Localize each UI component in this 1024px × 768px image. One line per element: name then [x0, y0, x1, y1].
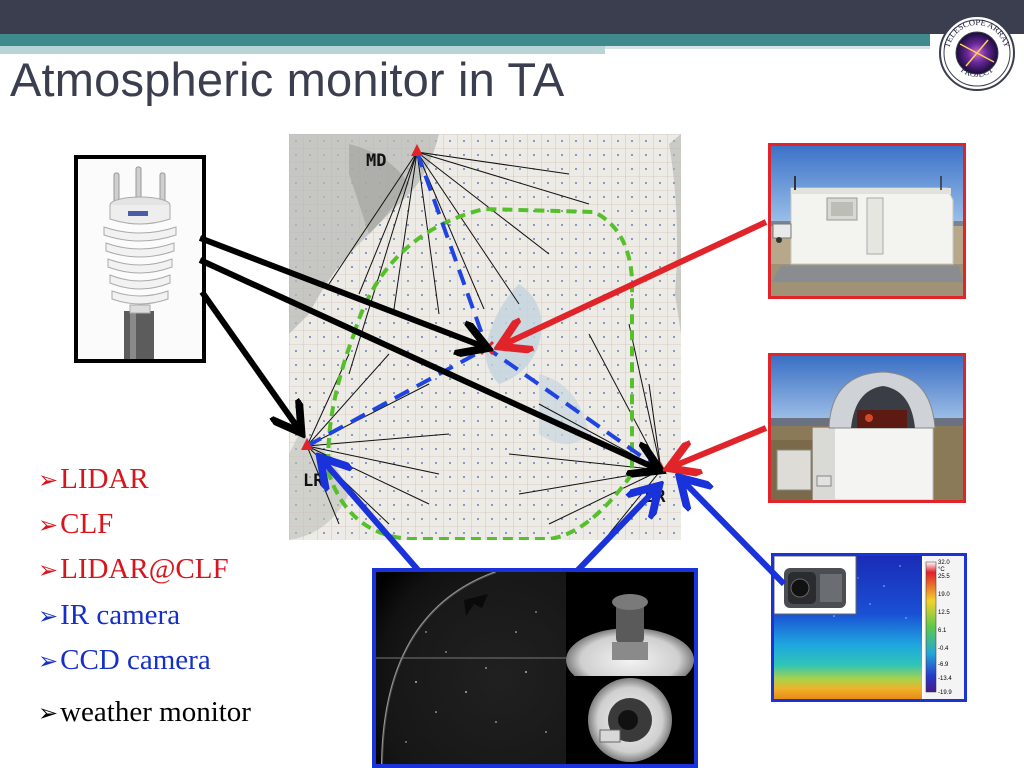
black-bullet-list: ➢weather monitor — [38, 691, 251, 736]
ccd-camera-image — [372, 568, 698, 768]
list-item: ➢LIDAR@CLF — [38, 553, 229, 585]
list-item: ➢CLF — [38, 508, 114, 540]
colorbar-tick: 19.0 — [938, 592, 950, 598]
blue-bullet-list: ➢IR camera ➢CCD camera — [38, 594, 211, 684]
arrow-bullet-icon: ➢ — [38, 468, 59, 494]
clf-container-photo — [768, 143, 966, 299]
list-item: ➢CCD camera — [38, 644, 211, 676]
colorbar-tick: -6.9 — [938, 662, 949, 668]
ir-camera-image: 32.0 °C 25.5 19.0 12.5 6.1 -0.4 -6.9 -13… — [771, 553, 967, 702]
site-label-md: MD — [366, 151, 386, 171]
colorbar-tick: -13.4 — [938, 676, 952, 682]
arrow-bullet-icon: ➢ — [38, 513, 59, 539]
md-site-marker — [411, 144, 423, 156]
weather-station-photo — [74, 155, 206, 363]
colorbar-tick: 32.0 — [938, 560, 950, 566]
logo-bottom-text: PROJECT — [959, 64, 995, 79]
svg-text:PROJECT: PROJECT — [959, 64, 995, 79]
header-light-band — [0, 46, 605, 54]
list-item: ➢weather monitor — [38, 696, 251, 728]
arrow-bullet-icon: ➢ — [38, 649, 59, 675]
colorbar-tick: 12.5 — [938, 610, 950, 616]
weather-to-lr-arrow — [199, 290, 298, 428]
slide-title: Atmospheric monitor in TA — [10, 53, 565, 106]
colorbar-tick: 6.1 — [938, 628, 947, 634]
list-item: ➢IR camera — [38, 599, 181, 631]
list-item: ➢LIDAR — [38, 463, 149, 495]
colorbar-tick: °C — [938, 567, 945, 573]
arrow-bullet-icon: ➢ — [38, 558, 59, 584]
header-dark-band — [0, 0, 1024, 34]
lidar-dome-photo — [768, 353, 966, 503]
site-label-br: BR — [645, 487, 666, 507]
header-thin-line — [605, 46, 930, 49]
arrow-bullet-icon: ➢ — [38, 701, 59, 727]
ta-site-map: MD LR BR — [289, 134, 681, 541]
colorbar-tick: -19.9 — [938, 690, 952, 696]
header-teal-band — [0, 34, 930, 46]
red-bullet-list: ➢LIDAR ➢CLF ➢LIDAR@CLF — [38, 458, 229, 593]
arrow-bullet-icon: ➢ — [38, 604, 59, 630]
telescope-array-logo: TELESCOPE ARRAY PROJECT — [939, 15, 1015, 91]
site-label-lr: LR — [303, 471, 324, 491]
lidar-dome-arrow — [674, 425, 768, 466]
colorbar-tick: -0.4 — [938, 646, 949, 652]
colorbar-tick: 25.5 — [938, 574, 950, 580]
